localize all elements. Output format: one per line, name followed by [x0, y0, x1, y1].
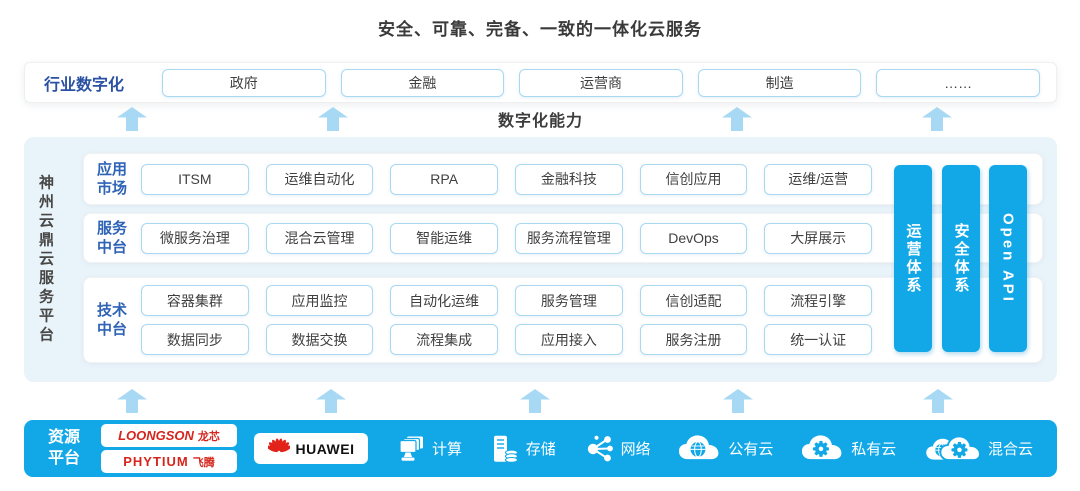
- platform-row-label: 应用市场: [97, 160, 128, 198]
- resource-item: 存储: [491, 435, 556, 463]
- compute-icon: [397, 436, 425, 462]
- platform-row-label: 服务中台: [97, 219, 128, 257]
- public-cloud-icon: [679, 435, 721, 462]
- huawei-logo-text: HUAWEI: [295, 440, 355, 457]
- industry-box: ……: [876, 68, 1040, 97]
- platform-box: DevOps: [639, 222, 748, 254]
- phytium-logo-cn-text: 飞腾: [192, 456, 215, 469]
- platform-box-line: 微服务治理混合云管理智能运维服务流程管理 DevOps 大屏展示: [141, 222, 873, 254]
- platform-box: 自动化运维: [390, 285, 499, 316]
- platform-row-boxes: 容器集群应用监控自动化运维服务管理信创适配流程引擎数据同步数据交换流程集成应用接…: [141, 285, 873, 355]
- platform-box: 服务注册: [639, 324, 748, 355]
- resource-item-label: 网络: [620, 441, 651, 458]
- up-arrow-icon: [316, 389, 346, 413]
- up-arrow-icon: [520, 389, 550, 413]
- pillar-security: 安全体系: [942, 165, 980, 352]
- platform-box: 应用接入: [515, 324, 623, 355]
- resource-item: 计算: [397, 436, 462, 462]
- platform-side-label: 神州云鼎云服务平台: [37, 174, 54, 345]
- up-arrow-icon: [923, 389, 953, 413]
- resource-items: 计算 存储 网络 公有云 私有云 混合云: [385, 434, 1037, 463]
- platform-box: 金融科技: [515, 163, 623, 195]
- platform-box: 应用监控: [265, 285, 374, 316]
- resource-item-label: 计算: [432, 441, 463, 458]
- platform-box: ITSM: [141, 163, 249, 195]
- platform-box: 微服务治理: [141, 222, 249, 254]
- resource-item-label: 私有云: [851, 441, 897, 458]
- resource-item-label: 混合云: [987, 441, 1033, 458]
- platform-row-boxes: ITSM 运维自动化 RPA 金融科技信创应用运维/运营: [141, 163, 873, 195]
- pillar-operation: 运营体系: [894, 165, 932, 352]
- platform-box: 服务流程管理: [515, 222, 623, 254]
- platform-box: 统一认证: [764, 324, 873, 355]
- platform-box: 信创应用: [639, 163, 748, 195]
- platform-box: 运维自动化: [265, 163, 374, 195]
- industry-box: 金融: [340, 68, 505, 97]
- huawei-logo: HUAWEI: [254, 433, 368, 464]
- platform-box: 运维/运营: [764, 163, 873, 195]
- resource-item-label: 公有云: [728, 441, 774, 458]
- industry-box: 运营商: [519, 68, 683, 97]
- pillar-open-api: Open API: [989, 165, 1027, 352]
- huawei-flower-icon: [266, 437, 291, 460]
- platform-box: RPA: [390, 163, 499, 195]
- platform-box-line: ITSM 运维自动化 RPA 金融科技信创应用运维/运营: [141, 163, 873, 195]
- network-icon: [585, 435, 614, 462]
- up-arrow-icon: [723, 389, 753, 413]
- industry-row: 行业数字化 政府金融运营商制造 ……: [24, 62, 1057, 103]
- phytium-logo-text: PHYTIUM: [123, 454, 189, 469]
- industry-box: 制造: [697, 68, 862, 97]
- resource-bar-label: 资源平台: [48, 428, 81, 467]
- hybrid-cloud-icon: [925, 434, 981, 463]
- platform-box: 智能运维: [390, 222, 499, 254]
- platform-row: 服务中台微服务治理混合云管理智能运维服务流程管理 DevOps 大屏展示: [83, 213, 1043, 263]
- resource-item: 私有云: [802, 435, 896, 462]
- resource-item: 网络: [585, 435, 651, 462]
- resource-item: 公有云: [679, 435, 773, 462]
- platform-box: 容器集群: [141, 285, 249, 316]
- platform-box: 信创适配: [639, 285, 748, 316]
- platform-box: 流程集成: [390, 324, 499, 355]
- platform-row: 技术中台容器集群应用监控自动化运维服务管理信创适配流程引擎数据同步数据交换流程集…: [83, 277, 1043, 363]
- resource-item-label: 存储: [525, 441, 556, 458]
- private-cloud-icon: [802, 435, 844, 462]
- capability-label: 数字化能力: [497, 113, 583, 130]
- platform-box-line: 容器集群应用监控自动化运维服务管理信创适配流程引擎: [141, 285, 873, 316]
- platform-box: 服务管理: [515, 285, 623, 316]
- industry-row-label: 行业数字化: [44, 76, 125, 94]
- industry-box: 政府: [162, 68, 326, 97]
- loongson-logo-text: LOONGSON: [118, 428, 194, 443]
- storage-icon: [491, 435, 519, 463]
- platform-row-label: 技术中台: [97, 301, 128, 339]
- platform-box: 混合云管理: [265, 222, 374, 254]
- loongson-logo-cn-text: 龙芯: [197, 430, 220, 443]
- platform-box: 大屏展示: [764, 222, 873, 254]
- platform-box: 数据同步: [141, 324, 249, 355]
- platform-box-line: 数据同步数据交换流程集成应用接入服务注册统一认证: [141, 324, 873, 355]
- platform-panel: 神州云鼎云服务平台 应用市场 ITSM 运维自动化 RPA 金融科技信创应用运维/运营服…: [24, 137, 1057, 382]
- platform-box: 数据交换: [265, 324, 374, 355]
- page-title: 安全、可靠、完备、一致的一体化云服务: [378, 20, 702, 39]
- platform-box: 流程引擎: [764, 285, 873, 316]
- resource-item: 混合云: [925, 434, 1033, 463]
- platform-row: 应用市场 ITSM 运维自动化 RPA 金融科技信创应用运维/运营: [83, 153, 1043, 205]
- industry-items: 政府金融运营商制造 ……: [162, 68, 1040, 97]
- up-arrow-icon: [117, 389, 147, 413]
- platform-row-boxes: 微服务治理混合云管理智能运维服务流程管理 DevOps 大屏展示: [141, 222, 873, 254]
